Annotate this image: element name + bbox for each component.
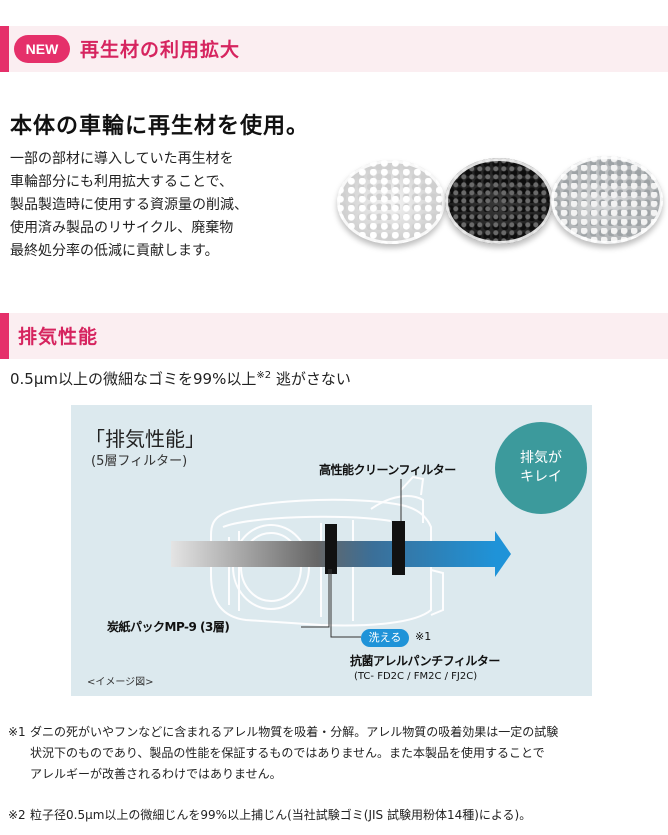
lead-tail: 逃がさない [271, 370, 351, 388]
black-pellets-dish-image [445, 158, 553, 244]
body-paragraph: 一部の部材に導入していた再生材を 車輪部分にも利用拡大することで、 製品製造時に… [10, 148, 330, 263]
allergen-filter-label: 抗菌アレルパンチフィルター [350, 654, 500, 668]
bubble-line-2: キレイ [520, 469, 562, 485]
section-header-recycled [0, 26, 668, 72]
body-line: 使用済み製品のリサイクル、廃棄物 [10, 220, 234, 236]
section-header-exhaust [0, 313, 668, 359]
bubble-line-1: 排気が [520, 450, 562, 466]
footnote-line: 粒子径0.5μm以上の微細じんを99%以上捕じん(当社試験ゴミ(JIS 試験用粉… [30, 808, 532, 822]
high-filter-label: 高性能クリーンフィルター [319, 463, 456, 477]
footnote-1: ※1 ダニの死がいやフンなどに含まれるアレル物質を吸着・分解。アレル物質の吸着効果… [8, 722, 658, 785]
footnote-mark: ※1 [8, 725, 26, 739]
clean-filter [392, 521, 405, 575]
gray-pellets-dish-image [551, 156, 663, 244]
section-title-recycled: 再生材の利用拡大 [80, 39, 241, 61]
exhaust-lead-text: 0.5μm以上の微細なゴミを99%以上※2 逃がさない [10, 368, 351, 389]
diagram-title: 「排気性能」 [85, 427, 205, 451]
new-badge: NEW [14, 35, 70, 63]
diagram-graphic [171, 422, 587, 638]
white-pellets-dish-image [337, 160, 445, 244]
section-title-exhaust: 排気性能 [18, 326, 99, 348]
lead-footnote-mark: ※2 [256, 370, 272, 381]
body-line: 車輪部分にも利用拡大することで、 [10, 174, 234, 190]
exhaust-diagram: 「排気性能」 (5層フィルター) 高性能クリーンフィルター 排気が キレイ 炭紙… [71, 405, 592, 696]
washable-footnote-mark: ※1 [415, 630, 432, 643]
lead-main: 0.5μm以上の微細なゴミを99%以上 [10, 370, 257, 388]
airflow-arrowhead [495, 531, 511, 577]
image-note: <イメージ図> [87, 677, 154, 688]
footnote-line: 状況下のものであり、製品の性能を保証するものではありません。また本製品を使用する… [30, 746, 545, 760]
paper-pack-label: 炭紙パックMP-9 (3層) [107, 620, 230, 634]
model-codes: (TC- FD2C / FM2C / FJ2C) [354, 671, 478, 682]
footnote-line: ダニの死がいやフンなどに含まれるアレル物質を吸着・分解。アレル物質の吸着効果は一… [30, 725, 559, 739]
footnote-2: ※2 粒子径0.5μm以上の微細じんを99%以上捕じん(当社試験ゴミ(JIS 試験… [8, 805, 658, 826]
paper-pack-filter [325, 524, 337, 574]
washable-badge: 洗える [361, 629, 409, 647]
body-line: 製品製造時に使用する資源量の削減、 [10, 197, 248, 213]
headline: 本体の車輪に再生材を使用。 [10, 114, 310, 139]
footnote-mark: ※2 [8, 808, 26, 822]
body-line: 一部の部材に導入していた再生材を [10, 151, 234, 167]
footnote-line: アレルギーが改善されるわけではありません。 [30, 767, 282, 781]
bubble-text: 排気が キレイ [495, 449, 587, 487]
diagram-subtitle: (5層フィルター) [91, 454, 188, 469]
clean-exhaust-bubble [495, 422, 587, 514]
body-line: 最終処分率の低減に貢献します。 [10, 243, 219, 259]
